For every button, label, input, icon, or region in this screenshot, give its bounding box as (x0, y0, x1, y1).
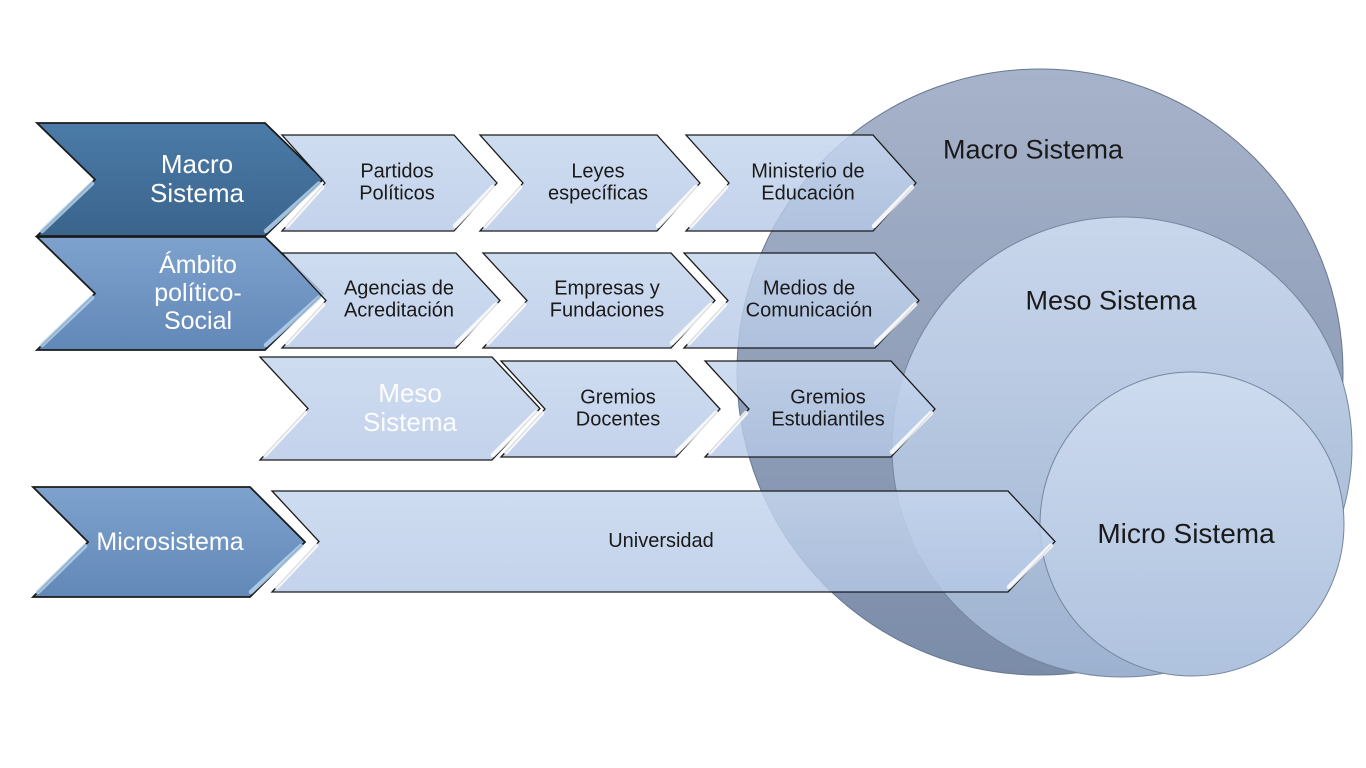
chevron-medios-comunicacion (682, 252, 920, 349)
chevron-empresas-fundaciones-label: Empresas y Fundaciones (549, 277, 665, 322)
chevron-gremios-estudiantiles (703, 360, 936, 458)
meso-sistema-circle-label: Meso Sistema (1025, 285, 1197, 316)
chevron-layer (30, 122, 1056, 598)
chevron-ambito-politico-social-shape (34, 236, 325, 351)
chevron-universidad-label: Universidad (608, 529, 714, 552)
chevron-leyes-especificas-label: Leyes específicas (547, 160, 649, 205)
chevron-gremios-estudiantiles-label: Gremios Estudiantiles (771, 386, 885, 431)
chevron-leyes-especificas-shape (478, 134, 701, 232)
chevron-microsistema-label: Microsistema (96, 528, 244, 556)
chevron-agencias-acreditacion-shape (280, 252, 501, 349)
chevron-macro-sistema (34, 122, 325, 237)
chevron-meso-sistema (258, 356, 541, 461)
micro-sistema-circle-label: Micro Sistema (1097, 518, 1275, 549)
chevron-medios-comunicacion-shape (682, 252, 920, 349)
chevron-leyes-especificas-gloss-highlight (482, 184, 699, 229)
chevron-macro-sistema-shape (34, 122, 325, 237)
chevron-partidos-politicos-label: Partidos Políticos (359, 160, 435, 205)
chevron-empresas-fundaciones (481, 252, 716, 349)
chevron-agencias-acreditacion-gloss-highlight (284, 302, 499, 346)
chevron-ministerio-educacion-label: Ministerio de Educación (751, 160, 865, 205)
chevron-ministerio-educacion-gloss-highlight (688, 184, 915, 229)
chevron-partidos-politicos-shape (280, 134, 498, 232)
chevron-universidad (270, 490, 1056, 593)
macro-sistema-circle-label: Macro Sistema (942, 134, 1124, 165)
chevron-leyes-especificas (478, 134, 701, 232)
chevron-ambito-politico-social (34, 236, 325, 351)
chevron-partidos-politicos-gloss-highlight (284, 184, 496, 229)
chevron-ministerio-educacion-shape (684, 134, 917, 232)
chevron-microsistema (30, 486, 307, 598)
chevron-microsistema-gloss-highlight (35, 543, 304, 595)
chevron-ambito-politico-social-label: Ámbito político- Social (154, 251, 242, 335)
chevron-macro-sistema-gloss-highlight (39, 181, 322, 234)
chevron-medios-comunicacion-label: Medios de Comunicación (745, 277, 873, 322)
chevron-meso-sistema-label: Meso Sistema (363, 377, 457, 437)
micro-sistema-circle (1039, 371, 1345, 677)
chevron-ministerio-educacion (684, 134, 917, 232)
chevron-agencias-acreditacion (280, 252, 501, 349)
chevron-medios-comunicacion-gloss-highlight (686, 302, 918, 346)
chevron-agencias-acreditacion-label: Agencias de Acreditación (343, 277, 455, 322)
chevron-universidad-shape (270, 490, 1056, 593)
chevron-meso-sistema-shape (258, 356, 541, 461)
chevron-gremios-docentes (499, 360, 721, 458)
chevron-gremios-docentes-gloss-highlight (503, 410, 719, 455)
chevron-microsistema-shape (30, 486, 307, 598)
chevron-gremios-estudiantiles-gloss-highlight (707, 410, 934, 455)
chevron-universidad-gloss-highlight (274, 543, 1054, 590)
chevron-ambito-politico-social-gloss-highlight (39, 295, 322, 348)
chevron-meso-sistema-gloss-highlight (262, 410, 539, 458)
chevron-empresas-fundaciones-shape (481, 252, 716, 349)
chevron-empresas-fundaciones-gloss-highlight (485, 302, 714, 346)
chevron-gremios-estudiantiles-shape (703, 360, 936, 458)
chevron-gremios-docentes-label: Gremios Docentes (575, 386, 661, 431)
chevron-gremios-docentes-shape (499, 360, 721, 458)
chevron-partidos-politicos (280, 134, 498, 232)
chevron-macro-sistema-label: Macro Sistema (150, 148, 244, 208)
